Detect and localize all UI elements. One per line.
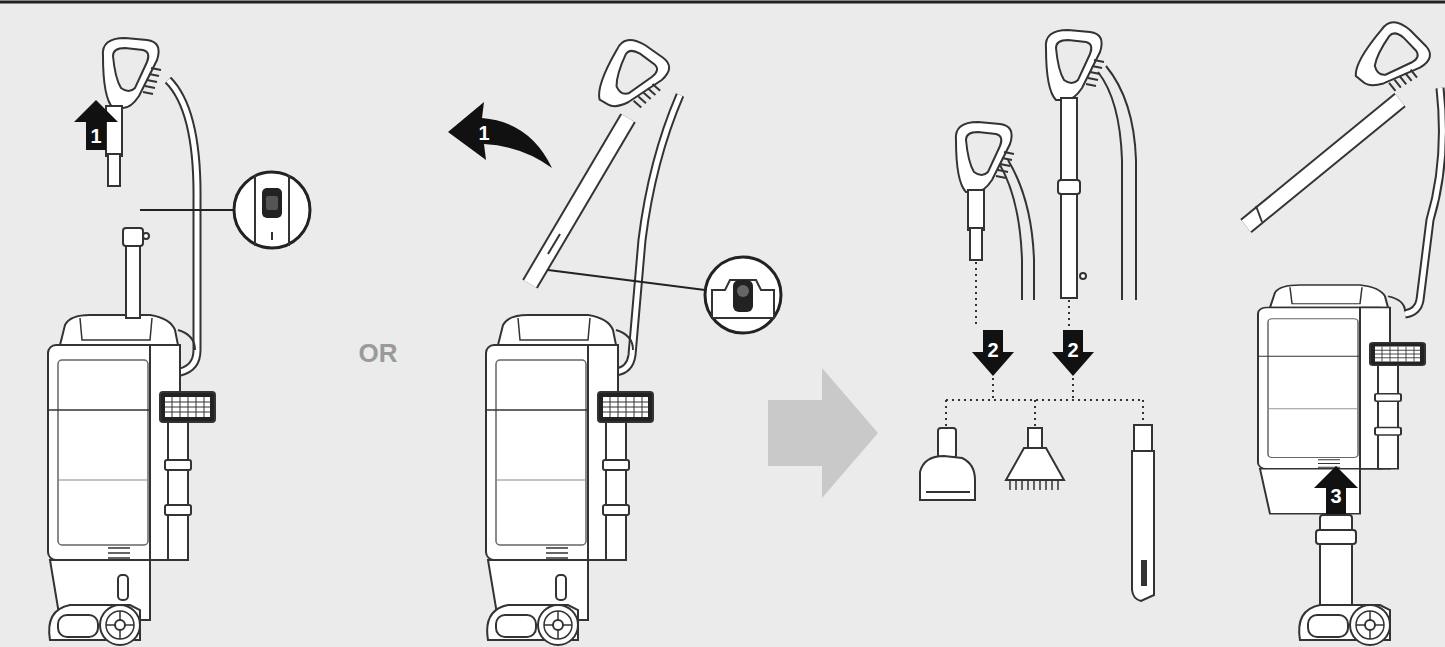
upright-vacuum	[123, 228, 143, 246]
detail-callout	[733, 280, 753, 312]
upright-vacuum	[48, 38, 215, 645]
up-arrow	[1314, 466, 1358, 514]
accessory-tools	[926, 491, 970, 493]
upright-vacuum	[591, 34, 676, 124]
accessory-tools	[1134, 425, 1152, 451]
hand-handle	[956, 122, 1014, 192]
callout-number: 2	[1058, 339, 1088, 361]
upright-vacuum	[548, 234, 560, 254]
accessory-tools	[1028, 428, 1042, 448]
upright-vacuum	[1299, 605, 1390, 645]
wand-handle	[1046, 30, 1136, 300]
step-arrow	[768, 368, 878, 498]
detail-callout	[140, 209, 234, 211]
detail-callout	[255, 175, 289, 246]
upright-vacuum	[530, 118, 628, 284]
callout-number: 1	[469, 122, 499, 144]
upright-vacuum	[530, 118, 628, 284]
down-arrow	[1052, 330, 1094, 376]
up-arrow	[74, 100, 118, 150]
wand-handle	[1098, 66, 1136, 300]
accessory-tools	[1132, 451, 1154, 601]
top-rule	[0, 1, 1445, 4]
upright-vacuum	[1320, 515, 1352, 607]
accessory-tools	[1006, 448, 1064, 480]
detail-callout	[262, 188, 282, 218]
upright-vacuum	[108, 154, 120, 186]
dotted-guide	[946, 399, 1143, 401]
hand-handle	[956, 122, 1034, 300]
upright-vacuum	[143, 233, 149, 239]
detail-callout	[548, 257, 781, 333]
dotted-guide	[946, 400, 1143, 426]
accessory-tools	[1010, 480, 1058, 490]
upright-vacuum	[1246, 100, 1400, 226]
upright-vacuum	[1246, 16, 1442, 645]
upright-vacuum	[1256, 206, 1262, 222]
accessory-tools	[1141, 560, 1147, 586]
upright-vacuum	[48, 315, 215, 620]
accessory-tools	[920, 425, 1154, 601]
upright-vacuum	[1316, 530, 1356, 544]
upright-vacuum	[1405, 88, 1442, 314]
upright-vacuum	[49, 605, 140, 645]
upright-vacuum	[1246, 100, 1400, 226]
accessory-tools	[938, 428, 956, 458]
hand-handle	[970, 228, 982, 260]
detail-callout	[140, 172, 310, 248]
up-arrow	[1314, 466, 1358, 514]
dotted-guide	[976, 262, 1069, 328]
detail-callout	[737, 285, 749, 297]
curved-arrow	[448, 102, 552, 168]
detail-callout	[266, 196, 278, 210]
upright-vacuum	[1405, 88, 1442, 314]
detail-callout	[712, 280, 774, 318]
wand-handle	[1080, 273, 1086, 279]
upright-vacuum	[1348, 16, 1438, 107]
hand-handle	[968, 190, 984, 230]
dotted-guide	[946, 262, 1143, 426]
down-arrow	[972, 330, 1094, 376]
wand-handle	[1046, 30, 1104, 100]
hand-handle	[1000, 160, 1034, 300]
upright-vacuum	[1258, 285, 1425, 514]
or-text: OR	[343, 342, 413, 364]
callout-number: 3	[1321, 485, 1351, 507]
accessory-tools	[920, 456, 975, 500]
upright-vacuum	[486, 34, 680, 645]
callout-number: 2	[978, 339, 1008, 361]
up-arrow	[74, 100, 118, 150]
upright-vacuum	[486, 315, 653, 620]
detail-callout	[705, 257, 781, 333]
callout-number: 1	[81, 125, 111, 147]
curved-arrow	[448, 102, 552, 168]
wand-handle	[1061, 98, 1077, 298]
step-arrow	[768, 368, 878, 498]
upright-vacuum	[487, 605, 578, 645]
dotted-guide	[993, 378, 1073, 400]
detail-callout	[271, 232, 273, 240]
detail-callout	[234, 172, 310, 248]
upright-vacuum	[103, 38, 161, 108]
wand-handle	[1058, 180, 1080, 194]
down-arrow	[972, 330, 1014, 376]
detail-callout	[548, 270, 705, 290]
